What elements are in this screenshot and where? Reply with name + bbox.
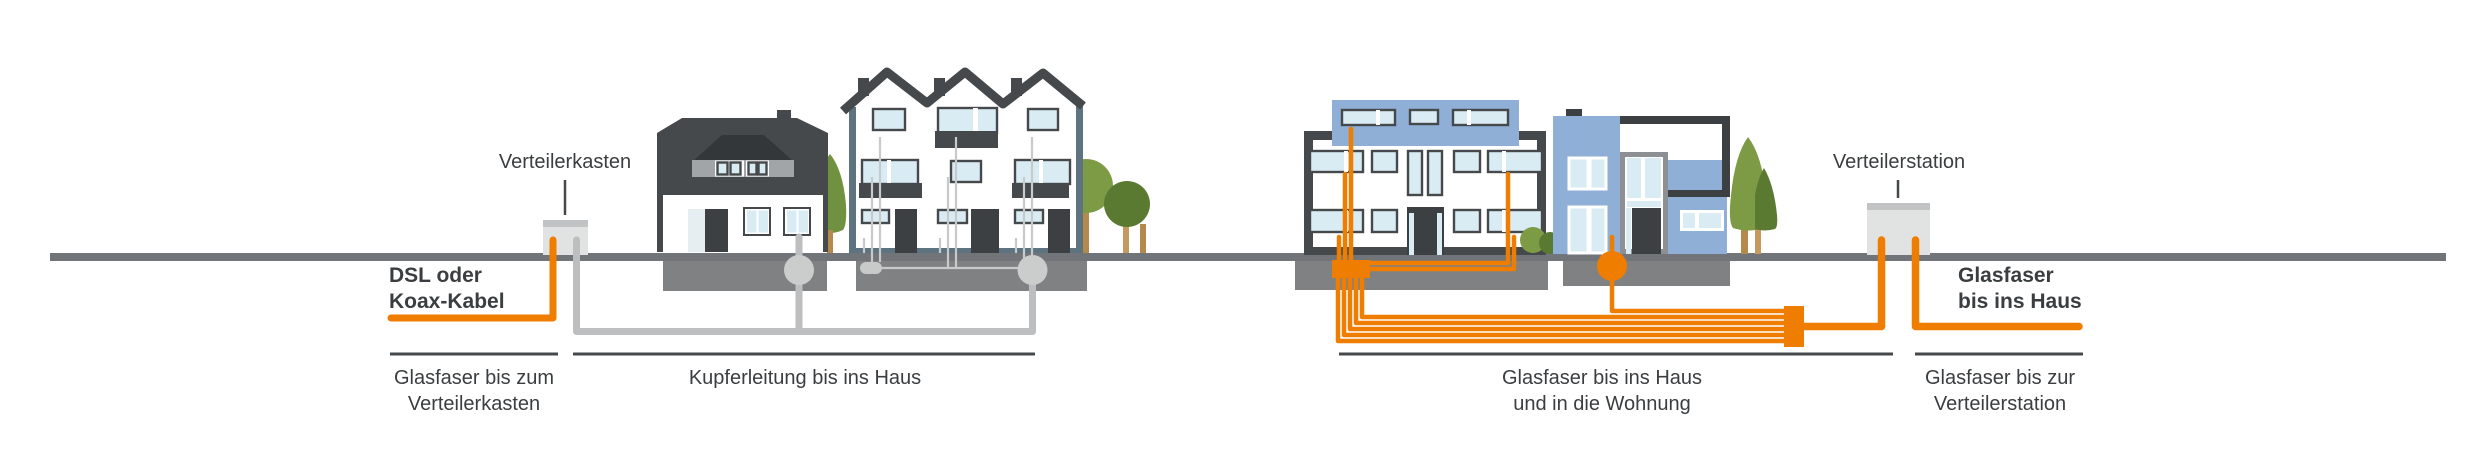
station-label: Verteilerstation: [1759, 149, 2039, 175]
penthouse-windows: [1340, 108, 1510, 127]
segment-3-line-2: und in die Wohnung: [1513, 393, 1691, 415]
segment-2-line-1: Kupferleitung bis ins Haus: [688, 367, 922, 389]
segment-label-fiber-to-home: Glasfaser bis ins Haus und in die Wohnun…: [1452, 365, 1752, 417]
copper-splice: [860, 262, 882, 274]
single-family-house: [657, 110, 828, 252]
segment-label-fiber-to-cabinet: Glasfaser bis zum Verteilerkasten: [354, 365, 594, 417]
fiber-to-station: [1800, 236, 1886, 331]
copper-cables: [573, 137, 1036, 335]
cabinet-label: Verteilerkasten: [425, 149, 705, 175]
fiber-from-station: [1911, 236, 2083, 331]
modern-house: [1553, 109, 1730, 255]
fiber-building-box: [1332, 260, 1370, 278]
segment-1-line-1: Glasfaser bis zum: [393, 367, 555, 389]
annotations: [390, 180, 2083, 356]
dark-frame: [1620, 116, 1730, 197]
apartment-windows-lower: [1308, 208, 1544, 234]
copper-inhouse-lines: [860, 137, 1034, 274]
chimney: [1566, 109, 1582, 120]
entrance-door: [688, 209, 728, 252]
copper-junction-node: [1017, 255, 1048, 285]
apartment-entrance: [1407, 207, 1444, 255]
street: [50, 253, 2446, 261]
segment-1-line-2: Verteilerkasten: [407, 393, 541, 415]
copper-junction-node: [784, 255, 814, 285]
segment-4-line-1: Glasfaser bis zur: [1924, 367, 2076, 389]
facade-windows: [743, 207, 811, 236]
dormer-windows: [715, 160, 769, 177]
distribution-station: [1867, 203, 1930, 255]
segment-label-copper-to-house: Kupferleitung bis ins Haus: [605, 365, 1005, 391]
fiber-cables: [387, 126, 2083, 347]
segment-label-fiber-to-station: Glasfaser bis zur Verteilerstation: [1880, 365, 2120, 417]
copper-feed-label: DSL oder Koax-Kabel: [389, 263, 505, 314]
stairwell-window: [1406, 149, 1424, 197]
fiber-feed-label: Glasfaser bis ins Haus: [1958, 263, 2082, 314]
junction-nodes: [784, 251, 1627, 285]
fiber-junction-node: [1597, 251, 1627, 281]
fiber-feed-line1: Glasfaser: [1958, 264, 2054, 287]
townhouse-windows: [859, 106, 1072, 225]
townhouses: [840, 67, 1086, 253]
station-label-text: Verteilerstation: [1832, 151, 1966, 173]
copper-feed-line1: DSL oder: [389, 264, 482, 287]
fiber-to-cabinet: [387, 236, 557, 322]
segment-3-line-1: Glasfaser bis ins Haus: [1501, 367, 1703, 389]
trees-right-group: [1729, 137, 1778, 254]
fiber-apartment-risers: [1336, 126, 1517, 272]
stairwell-window: [1426, 149, 1444, 197]
townhouse-doors: [895, 209, 1070, 253]
cabinet-label-text: Verteilerkasten: [498, 151, 632, 173]
segment-4-line-2: Verteilerstation: [1933, 393, 2067, 415]
zigzag-roof: [840, 67, 1086, 115]
copper-feed-line2: Koax-Kabel: [389, 289, 505, 313]
fiber-feed-line2: bis ins Haus: [1958, 289, 2082, 313]
fiber-collector-box: [1784, 306, 1804, 347]
fiber-bundle: [1335, 234, 1789, 344]
